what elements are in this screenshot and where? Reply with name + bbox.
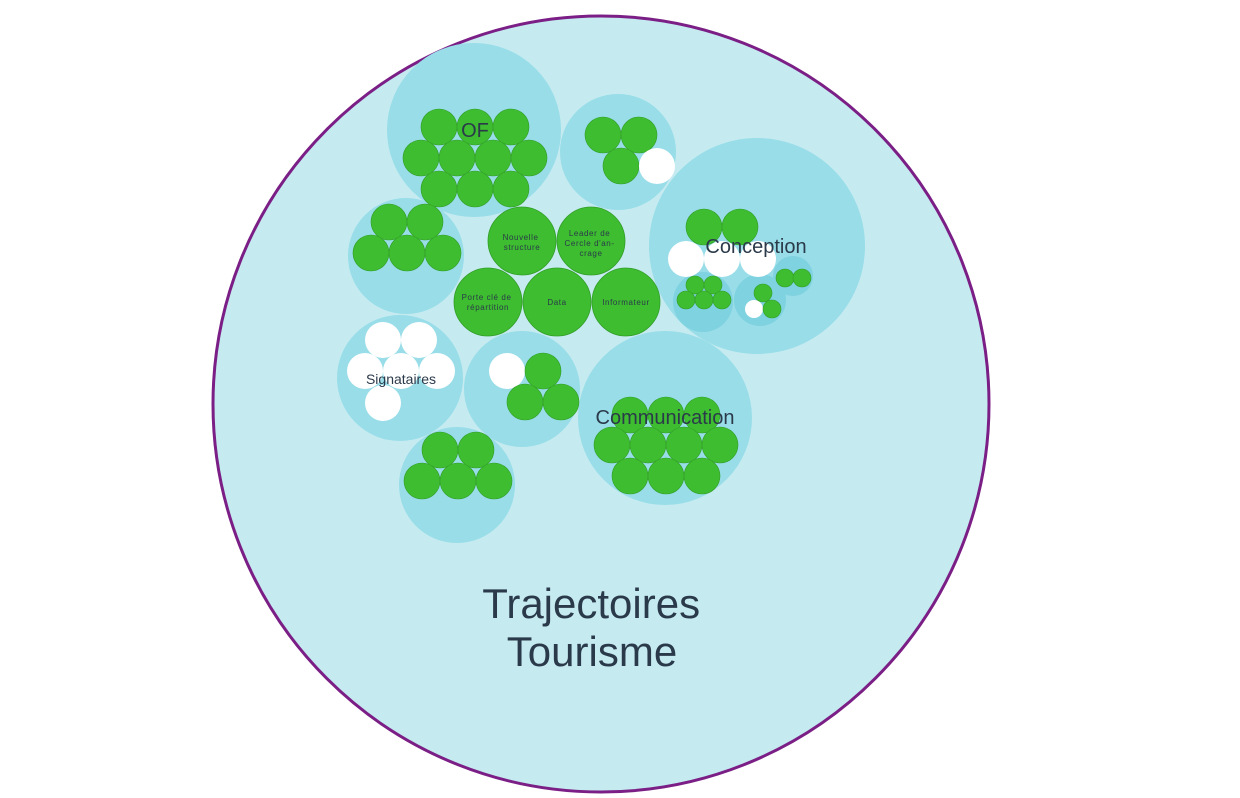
role-circle[interactable]: [421, 431, 459, 469]
unfilled-role-circle[interactable]: [365, 322, 401, 358]
title-line-1: Trajectoires: [482, 580, 700, 627]
role-circle[interactable]: [492, 108, 530, 146]
role-circle[interactable]: [510, 139, 548, 177]
svg-text:Leader de Cercle d'an-: Leader de Cercle d'an- crage: [565, 229, 618, 258]
role-circle[interactable]: [721, 208, 759, 246]
role-label-line: Porte clé de: [462, 293, 512, 302]
role-circle[interactable]: [712, 290, 732, 310]
role-circle[interactable]: [647, 457, 685, 495]
role-circle[interactable]: [775, 268, 795, 288]
role-circle[interactable]: [620, 116, 658, 154]
role-label-line: structure: [504, 243, 541, 252]
svg-text:Nouvelle structure: Nouvelle structure: [503, 233, 542, 252]
role-circle[interactable]: [492, 170, 530, 208]
unfilled-role-circle[interactable]: [704, 241, 740, 277]
anchor-circle-title: Trajectoires Tourisme: [482, 580, 712, 675]
role-circle[interactable]: [629, 426, 667, 464]
role-circle[interactable]: [542, 383, 580, 421]
role-informateur[interactable]: Informateur: [591, 267, 661, 337]
circle-conception-label: Conception: [705, 236, 806, 258]
circle-signataires-label: Signataires: [366, 371, 436, 387]
role-circle[interactable]: [406, 203, 444, 241]
role-circle[interactable]: [611, 457, 649, 495]
role-leader-de-cercle[interactable]: Leader de Cercle d'an- crage: [556, 206, 626, 276]
role-circle[interactable]: [474, 139, 512, 177]
role-circle[interactable]: [439, 462, 477, 500]
unfilled-role-circle[interactable]: [365, 385, 401, 421]
unfilled-role-circle[interactable]: [383, 353, 419, 389]
role-circle[interactable]: [370, 203, 408, 241]
role-circle[interactable]: [694, 290, 714, 310]
unfilled-role-circle[interactable]: [639, 148, 675, 184]
svg-text:Informateur: Informateur: [602, 298, 650, 307]
core-roles: Nouvelle structure Leader de Cercle d'an…: [453, 206, 661, 337]
unfilled-role-circle[interactable]: [419, 353, 455, 389]
role-circle[interactable]: [438, 139, 476, 177]
role-label-line: Informateur: [602, 298, 650, 307]
role-label-line: répartition: [467, 303, 509, 312]
role-circle[interactable]: [665, 426, 703, 464]
role-circle[interactable]: [703, 275, 723, 295]
role-circle[interactable]: [420, 170, 458, 208]
role-circle[interactable]: [602, 147, 640, 185]
role-circle[interactable]: [424, 234, 462, 272]
svg-text:Porte clé de répartiti: Porte clé de répartition: [462, 293, 515, 312]
role-circle[interactable]: [506, 383, 544, 421]
role-circle[interactable]: [593, 426, 631, 464]
role-circle[interactable]: [683, 396, 721, 434]
role-circle[interactable]: [753, 283, 773, 303]
role-circle[interactable]: [457, 431, 495, 469]
title-line-2: Tourisme: [507, 628, 677, 675]
role-label-line: Leader de: [569, 229, 610, 238]
circle-communication-label: Communication: [596, 407, 735, 429]
role-nouvelle-structure[interactable]: Nouvelle structure: [487, 206, 557, 276]
role-circle[interactable]: [388, 234, 426, 272]
unfilled-role-circle[interactable]: [745, 300, 763, 318]
role-circle[interactable]: [456, 170, 494, 208]
role-circle[interactable]: [352, 234, 390, 272]
circle-of-label: OF: [461, 120, 489, 142]
role-circle[interactable]: [402, 139, 440, 177]
role-circle[interactable]: [475, 462, 513, 500]
role-porte-cle-de-repartition[interactable]: Porte clé de répartition: [453, 267, 523, 337]
role-circle[interactable]: [792, 268, 812, 288]
role-circles: [347, 108, 812, 500]
role-circle[interactable]: [524, 352, 562, 390]
role-circle[interactable]: [420, 108, 458, 146]
svg-text:Data: Data: [547, 298, 566, 307]
role-circle[interactable]: [762, 299, 782, 319]
role-data[interactable]: Data: [522, 267, 592, 337]
unfilled-role-circle[interactable]: [740, 241, 776, 277]
role-label-line: crage: [579, 249, 602, 258]
unfilled-role-circle[interactable]: [401, 322, 437, 358]
role-circle[interactable]: [403, 462, 441, 500]
unfilled-role-circle[interactable]: [489, 353, 525, 389]
role-label-line: Cercle d'an-: [565, 239, 615, 248]
role-circle[interactable]: [683, 457, 721, 495]
unfilled-role-circle[interactable]: [668, 241, 704, 277]
role-circle[interactable]: [676, 290, 696, 310]
role-circle[interactable]: [584, 116, 622, 154]
unfilled-role-circle[interactable]: [347, 353, 383, 389]
role-label-line: Nouvelle: [503, 233, 539, 242]
role-circle[interactable]: [701, 426, 739, 464]
role-label-line: Data: [547, 298, 566, 307]
